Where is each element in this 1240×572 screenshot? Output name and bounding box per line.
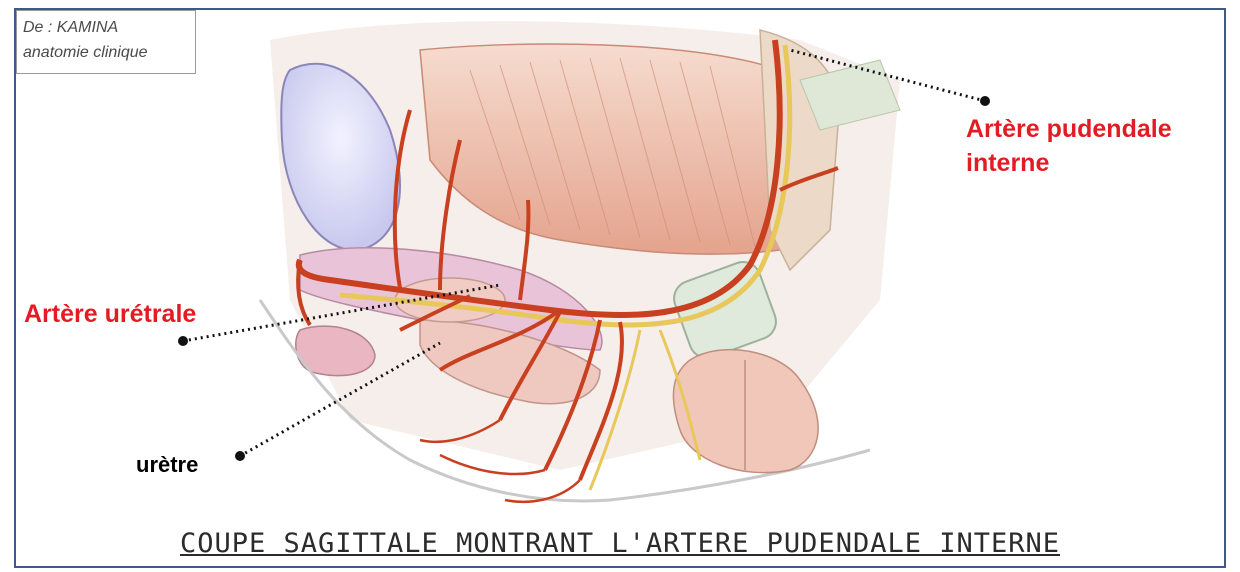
label-pudendal-artery: Artère pudendale interne <box>966 112 1172 180</box>
source-line-1: De : KAMINA <box>23 15 189 40</box>
label-urethral-artery: Artère urétrale <box>24 297 196 331</box>
label-pudendal-line-2: interne <box>966 149 1049 177</box>
label-pudendal-line-1: Artère pudendale <box>966 115 1172 143</box>
source-line-2: anatomie clinique <box>23 40 189 65</box>
label-urethra: urètre <box>136 452 198 478</box>
source-citation: De : KAMINA anatomie clinique <box>16 10 196 74</box>
figure-caption: COUPE SAGITTALE MONTRANT L'ARTERE PUDEND… <box>0 528 1240 559</box>
